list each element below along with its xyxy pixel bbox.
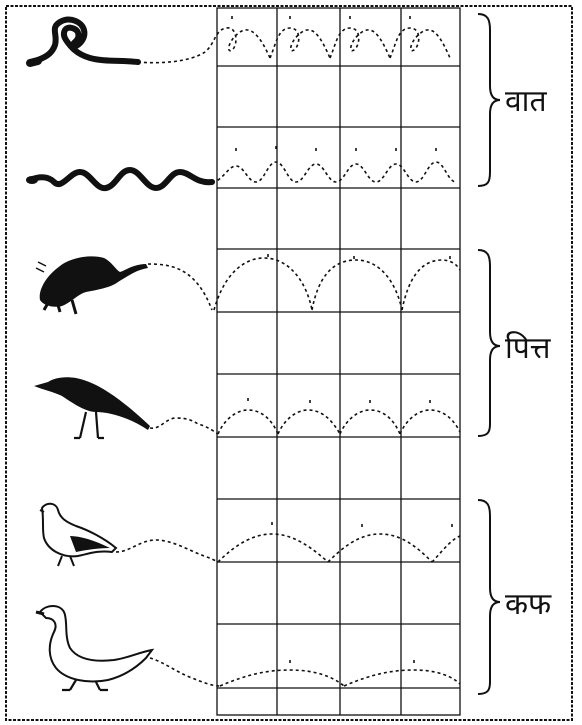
- pulse-grid: [216, 7, 461, 716]
- crow-icon: [34, 377, 150, 440]
- frog-icon: [35, 256, 148, 315]
- dosha-label-kapha: कफ: [505, 587, 552, 622]
- dosha-label-pitta: पित्त: [505, 331, 552, 366]
- dosha-label-vata: वात: [505, 84, 547, 119]
- outer-border: [5, 5, 573, 721]
- pulse-trace-row-2: [211, 146, 457, 183]
- swan-icon: [35, 605, 155, 692]
- brace-kapha: [477, 499, 501, 695]
- brace-vata: [477, 13, 501, 187]
- brace-pitta: [477, 249, 501, 437]
- snake-wavy-icon: [26, 166, 215, 192]
- pulse-trace-row-4: [149, 398, 461, 435]
- pigeon-icon: [39, 502, 118, 567]
- pulse-trace-row-1: [137, 16, 451, 64]
- snake-curled-icon: [26, 16, 141, 67]
- pulse-trace-row-5: [115, 522, 461, 563]
- pulse-trace-row-3: [147, 254, 461, 311]
- pulse-trace-row-6: [149, 657, 461, 687]
